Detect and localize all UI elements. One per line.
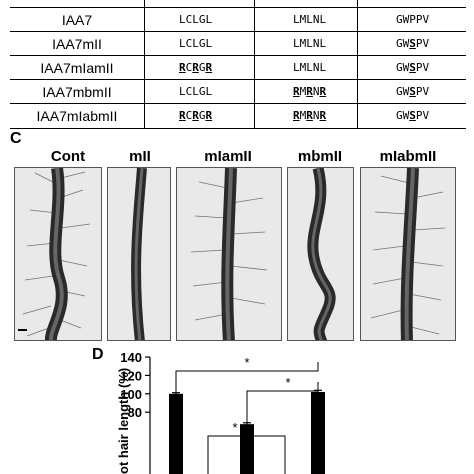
- mutated-residue: R: [293, 85, 300, 98]
- motif-1-sequence: LCLGL: [145, 32, 255, 56]
- table-row: IAA7 LCLGL LMLNL GWPPV: [10, 7, 466, 32]
- construct-name-label: IAA7mII: [52, 36, 102, 52]
- root-micrograph-mbmii: [287, 167, 354, 341]
- sequence-segment: GW: [396, 37, 410, 50]
- root-micrograph-miabmii: [360, 167, 456, 341]
- mutated-residue: R: [205, 61, 213, 74]
- motif-1-sequence: LCLGL: [145, 80, 255, 104]
- root-micrograph-mii: [107, 167, 171, 341]
- bar: [169, 393, 183, 474]
- motif-2-sequence: RMRNR: [255, 80, 358, 104]
- mutated-residue: R: [319, 109, 327, 122]
- mutated-residue: R: [192, 61, 199, 74]
- sequence-segment: GW: [396, 109, 410, 122]
- sequence-segment: PV: [415, 109, 430, 122]
- construct-name: IAA7mII: [10, 32, 145, 56]
- mutated-residue: R: [319, 85, 327, 98]
- motif-1-sequence: RCRGR: [145, 56, 255, 80]
- significance-star: *: [244, 355, 249, 370]
- construct-name-label: IAA7mbmII: [42, 84, 112, 100]
- panel-c-letter: C: [10, 130, 22, 147]
- table-row: [10, 0, 466, 8]
- construct-name: IAA7: [10, 8, 145, 32]
- sequence-segment: C: [185, 109, 193, 122]
- mutated-residue: R: [306, 85, 313, 98]
- motif-3-sequence: GWSPV: [358, 104, 466, 128]
- significance-bracket: [175, 362, 319, 410]
- sequence-segment: GW: [396, 61, 410, 74]
- construct-name-label: IAA7: [61, 12, 93, 28]
- table-row: IAA7mIamII RCRGR LMLNL GWSPV: [10, 55, 466, 80]
- sequence-segment: M: [299, 109, 307, 122]
- sequence-segment: LCLGL: [179, 37, 213, 50]
- mutated-residue: R: [306, 109, 313, 122]
- mutated-residue: R: [205, 109, 213, 122]
- sequence-segment: LMLNL: [293, 37, 327, 50]
- motif-1-sequence: RCRGR: [145, 104, 255, 128]
- significance-star: *: [285, 375, 290, 390]
- construct-name: IAA7mbmII: [10, 80, 145, 104]
- sequence-segment: PV: [415, 85, 430, 98]
- table-row: IAA7mII LCLGL LMLNL GWSPV: [10, 31, 466, 56]
- sequence-segment: N: [312, 109, 320, 122]
- motif-3-sequence: GWSPV: [358, 32, 466, 56]
- construct-name: IAA7mIabmII: [10, 104, 145, 128]
- root-micrograph-cont: [14, 167, 102, 341]
- sequence-segment: PV: [415, 37, 430, 50]
- construct-name-label: IAA7mIamII: [40, 60, 114, 76]
- sequence-segment: GWPPV: [396, 13, 430, 26]
- motif-3-sequence: GWSPV: [358, 56, 466, 80]
- scale-bar: [18, 329, 27, 331]
- image-label-cont: Cont: [50, 148, 86, 165]
- motif-3-sequence: GWSPV: [358, 80, 466, 104]
- motif-2-sequence: LMLNL: [255, 32, 358, 56]
- motif-2-sequence: LMLNL: [255, 56, 358, 80]
- mutated-residue: R: [192, 109, 199, 122]
- mutated-residue: R: [179, 61, 186, 74]
- mutated-residue: S: [409, 37, 416, 50]
- bar: [311, 391, 325, 474]
- y-tick-label: 100: [120, 387, 142, 402]
- motif-1-sequence: LCLGL: [145, 8, 255, 32]
- y-tick-label: 80: [128, 405, 142, 420]
- construct-name: IAA7mIamII: [10, 56, 145, 80]
- sequence-segment: LMLNL: [293, 61, 327, 74]
- panel-d-letter: D: [92, 346, 104, 363]
- motif-2-sequence: LMLNL: [255, 8, 358, 32]
- sequence-segment: GW: [396, 85, 410, 98]
- sequence-segment: G: [198, 61, 206, 74]
- mutated-residue: S: [409, 109, 416, 122]
- sequence-segment: M: [299, 85, 307, 98]
- y-tick-label: 120: [120, 368, 142, 383]
- motif-3-sequence: GWPPV: [358, 8, 466, 32]
- significance-star: *: [232, 420, 237, 435]
- sequence-segment: LCLGL: [179, 85, 213, 98]
- image-label-mbmii: mbmII: [297, 148, 343, 165]
- mutated-residue: S: [409, 61, 416, 74]
- significance-bracket: [207, 435, 286, 474]
- sequence-segment: C: [185, 61, 193, 74]
- y-axis-label: ot hair length (%): [116, 368, 131, 474]
- y-tick-label: 140: [120, 350, 142, 365]
- sequence-segment: LMLNL: [293, 13, 327, 26]
- construct-name-label: IAA7mIabmII: [36, 108, 118, 124]
- mutated-residue: R: [293, 109, 300, 122]
- image-label-miabmii: mIabmII: [379, 148, 437, 165]
- mutated-residue: S: [409, 85, 416, 98]
- image-label-miamii: mIamII: [204, 148, 252, 165]
- mutated-residue: R: [179, 109, 186, 122]
- image-label-mii: mII: [129, 148, 151, 165]
- sequence-segment: G: [198, 109, 206, 122]
- sequence-segment: PV: [415, 61, 430, 74]
- root-micrograph-miamii: [176, 167, 282, 341]
- sequence-segment: LCLGL: [179, 13, 213, 26]
- motif-2-sequence: RMRNR: [255, 104, 358, 128]
- sequence-segment: N: [312, 85, 320, 98]
- significance-bracket: [246, 382, 319, 460]
